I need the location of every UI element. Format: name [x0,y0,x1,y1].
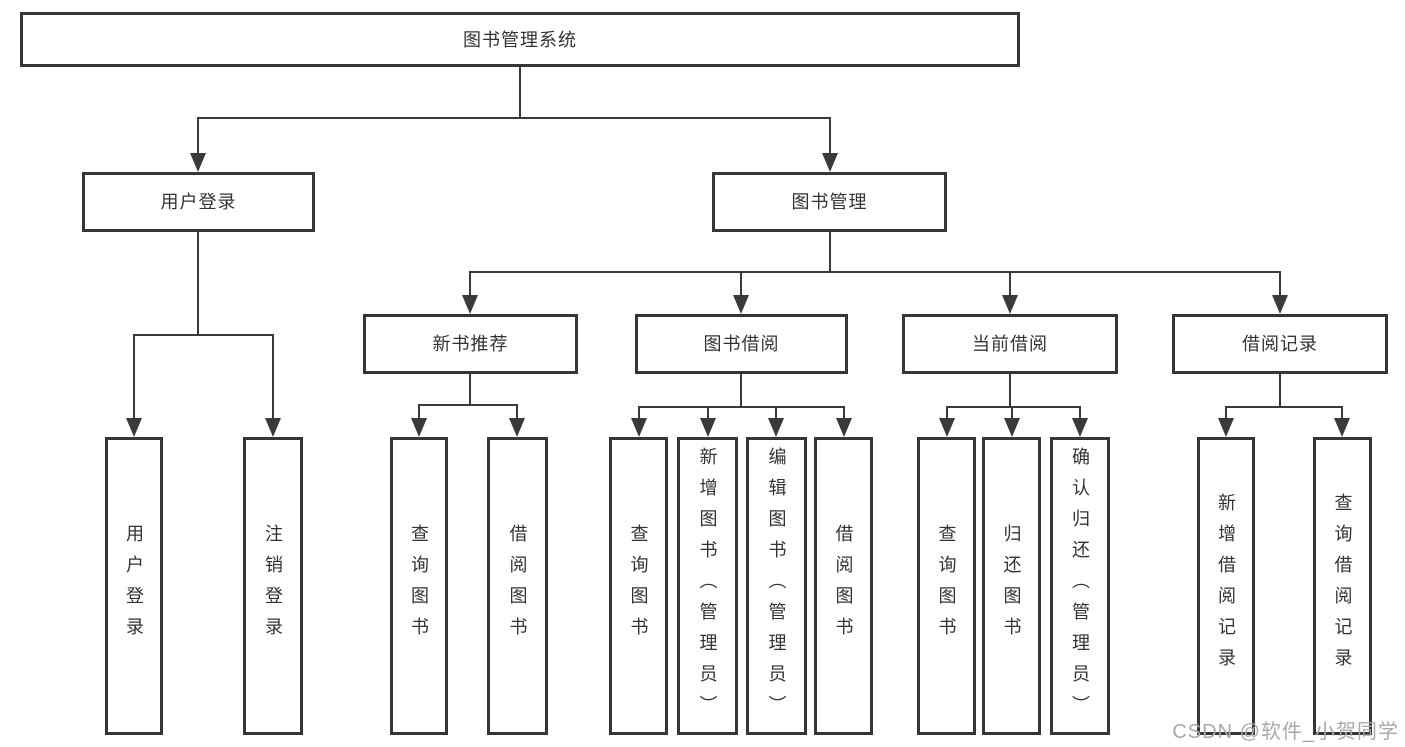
node-leaf-confirm-return-label: 确认归还（管理员） [1070,446,1090,726]
node-book-borrow: 图书借阅 [635,314,848,374]
node-leaf-borrow-book-1-label: 借阅图书 [507,524,528,648]
connector-line [469,272,471,298]
connector-arrowhead [768,418,784,437]
connector-arrowhead [265,418,281,437]
connector-arrowhead [1004,418,1020,437]
connector-line [829,118,831,156]
connector-line [946,406,1081,408]
connector-line [1279,272,1281,298]
node-leaf-add-record-label: 新增借阅记录 [1216,493,1236,679]
connector-arrowhead [1002,295,1018,314]
node-root: 图书管理系统 [20,12,1020,67]
node-leaf-add-record: 新增借阅记录 [1197,437,1255,735]
connector-arrowhead [822,153,838,172]
connector-line [775,407,777,421]
node-leaf-user-login: 用户登录 [105,437,163,735]
node-new-book-rec: 新书推荐 [363,314,578,374]
node-leaf-logout: 注销登录 [243,437,303,735]
node-leaf-add-book: 新增图书（管理员） [677,437,738,735]
connector-line [469,271,1281,273]
connector-line [843,407,845,421]
node-leaf-query-record: 查询借阅记录 [1313,437,1372,735]
node-leaf-query-book-3-label: 查询图书 [936,524,957,648]
node-current-borrow: 当前借阅 [902,314,1118,374]
node-leaf-logout-label: 注销登录 [263,524,283,648]
connector-arrowhead [1272,295,1288,314]
node-leaf-return-book: 归还图书 [982,437,1041,735]
node-borrow-records-label: 借阅记录 [1242,334,1318,354]
node-leaf-borrow-book-1: 借阅图书 [487,437,548,735]
connector-arrowhead [462,295,478,314]
connector-line [1009,374,1011,407]
node-book-mgmt-label: 图书管理 [791,192,868,212]
connector-line [1279,374,1281,407]
connector-line [272,335,274,421]
connector-line [1011,407,1013,421]
connector-line [197,117,831,119]
connector-line [946,407,948,421]
node-leaf-return-book-label: 归还图书 [1001,524,1022,648]
connector-line [740,374,742,407]
connector-arrowhead [126,418,142,437]
node-leaf-add-book-label: 新增图书（管理员） [697,446,718,726]
connector-arrowhead [733,295,749,314]
connector-line [707,407,709,421]
connector-line [638,407,640,421]
connector-arrowhead [836,418,852,437]
connector-line [638,406,845,408]
node-leaf-query-book-3: 查询图书 [917,437,976,735]
connector-line [519,67,521,118]
connector-arrowhead [1072,418,1088,437]
connector-line [197,232,199,335]
connector-arrowhead [939,418,955,437]
node-leaf-borrow-book-2: 借阅图书 [814,437,873,735]
node-new-book-rec-label: 新书推荐 [432,334,509,354]
connector-line [1225,407,1227,421]
node-borrow-records: 借阅记录 [1172,314,1388,374]
connector-arrowhead [411,418,427,437]
connector-line [1341,407,1343,421]
node-book-mgmt: 图书管理 [712,172,947,232]
node-leaf-query-record-label: 查询借阅记录 [1332,493,1353,679]
connector-line [469,374,471,405]
node-leaf-borrow-book-2-label: 借阅图书 [833,524,854,648]
node-current-borrow-label: 当前借阅 [972,334,1048,354]
connector-line [1079,407,1081,421]
connector-line [1009,272,1011,298]
connector-line [418,405,420,421]
connector-arrowhead [700,418,716,437]
node-book-borrow-label: 图书借阅 [703,334,780,354]
node-leaf-query-book-2-label: 查询图书 [628,524,649,648]
connector-line [418,404,518,406]
connector-line [133,334,274,336]
node-leaf-confirm-return: 确认归还（管理员） [1050,437,1110,735]
connector-arrowhead [1334,418,1350,437]
connector-line [829,232,831,272]
connector-arrowhead [631,418,647,437]
node-root-label: 图书管理系统 [463,29,577,50]
connector-line [133,335,135,421]
node-leaf-query-book-1: 查询图书 [390,437,448,735]
connector-line [516,405,518,421]
connector-line [197,118,199,156]
connector-arrowhead [509,418,525,437]
connector-arrowhead [1218,418,1234,437]
node-user-login: 用户登录 [82,172,315,232]
connector-line [740,272,742,298]
node-user-login-label: 用户登录 [160,192,237,212]
node-leaf-edit-book-label: 编辑图书（管理员） [766,446,787,726]
node-leaf-edit-book: 编辑图书（管理员） [746,437,807,735]
connector-arrowhead [190,153,206,172]
node-leaf-query-book-1-label: 查询图书 [409,524,429,648]
watermark: CSDN @软件_小贺同学 [1172,721,1399,743]
node-leaf-user-login-label: 用户登录 [124,524,144,648]
connector-line [1225,406,1343,408]
node-leaf-query-book-2: 查询图书 [609,437,668,735]
